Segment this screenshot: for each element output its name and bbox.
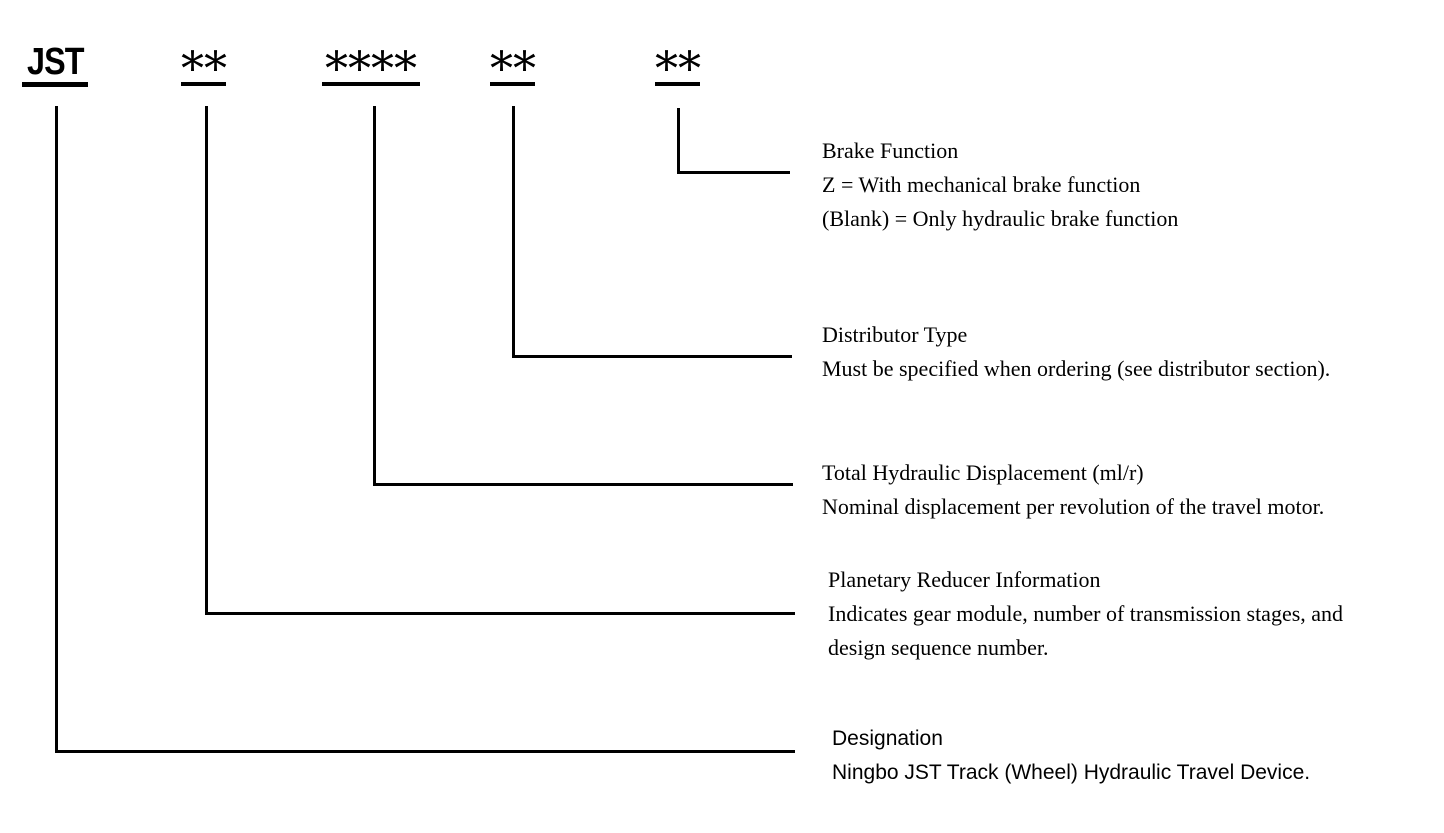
code-segment-prefix: JST (22, 30, 88, 87)
displacement-heading: Total Hydraulic Displacement (ml/r) (822, 460, 1144, 485)
connector-vertical-distributor (512, 106, 515, 358)
code-prefix-text: JST (26, 41, 85, 83)
code-segment-brake: ** (655, 30, 701, 91)
planetary-reducer-heading: Planetary Reducer Information (828, 567, 1101, 592)
code-segment-reducer: ** (181, 30, 227, 91)
planetary-reducer-description-line1: Indicates gear module, number of transmi… (828, 601, 1344, 626)
code-segment-distributor-text: ** (490, 41, 536, 95)
section-brake-function: Brake Function Z = With mechanical brake… (822, 134, 1178, 236)
designation-description: Ningbo JST Track (Wheel) Hydraulic Trave… (832, 761, 1311, 784)
displacement-description: Nominal displacement per revolution of t… (822, 494, 1325, 519)
designation-heading: Designation (832, 727, 943, 750)
code-segment-reducer-text: ** (181, 41, 227, 95)
brake-function-option-z: Z = With mechanical brake function (822, 172, 1141, 197)
connector-vertical-designation (55, 106, 58, 752)
code-segment-brake-text: ** (655, 41, 701, 95)
brake-function-option-blank: (Blank) = Only hydraulic brake function (822, 206, 1179, 231)
section-designation: Designation Ningbo JST Track (Wheel) Hyd… (832, 722, 1310, 790)
connector-horizontal-brake (677, 171, 790, 174)
planetary-reducer-description-line2: design sequence number. (828, 635, 1049, 660)
code-segment-distributor: ** (490, 30, 536, 91)
code-segment-displacement-text: **** (325, 41, 417, 95)
connector-horizontal-distributor (512, 355, 792, 358)
distributor-type-description: Must be specified when ordering (see dis… (822, 356, 1331, 381)
section-distributor-type: Distributor Type Must be specified when … (822, 318, 1330, 386)
connector-vertical-planetary-reducer (205, 106, 208, 615)
section-total-hydraulic-displacement: Total Hydraulic Displacement (ml/r) Nomi… (822, 456, 1324, 524)
connector-horizontal-designation (55, 750, 795, 753)
brake-function-heading: Brake Function (822, 138, 959, 163)
distributor-type-heading: Distributor Type (822, 322, 968, 347)
connector-horizontal-planetary-reducer (205, 612, 795, 615)
code-segment-displacement: **** (322, 30, 420, 91)
connector-vertical-brake (677, 108, 680, 174)
section-planetary-reducer: Planetary Reducer Information Indicates … (828, 563, 1343, 665)
connector-vertical-displacement (373, 106, 376, 486)
connector-horizontal-displacement (373, 483, 793, 486)
